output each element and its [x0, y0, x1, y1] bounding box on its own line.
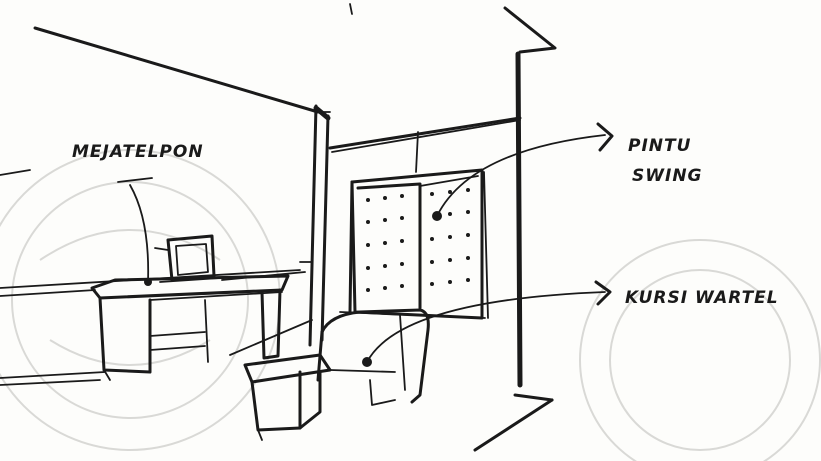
label-pintu: PINTU: [628, 136, 691, 156]
label-swing: SWING: [632, 166, 703, 186]
label-kursi-wartel: KURSI WARTEL: [625, 288, 779, 308]
phone-desk: [92, 236, 288, 380]
arrow-icon: [598, 124, 612, 150]
room-structure: [0, 4, 555, 450]
label-meja-telpon: MEJATELPON: [72, 142, 204, 162]
swing-door-panel: [340, 170, 488, 318]
